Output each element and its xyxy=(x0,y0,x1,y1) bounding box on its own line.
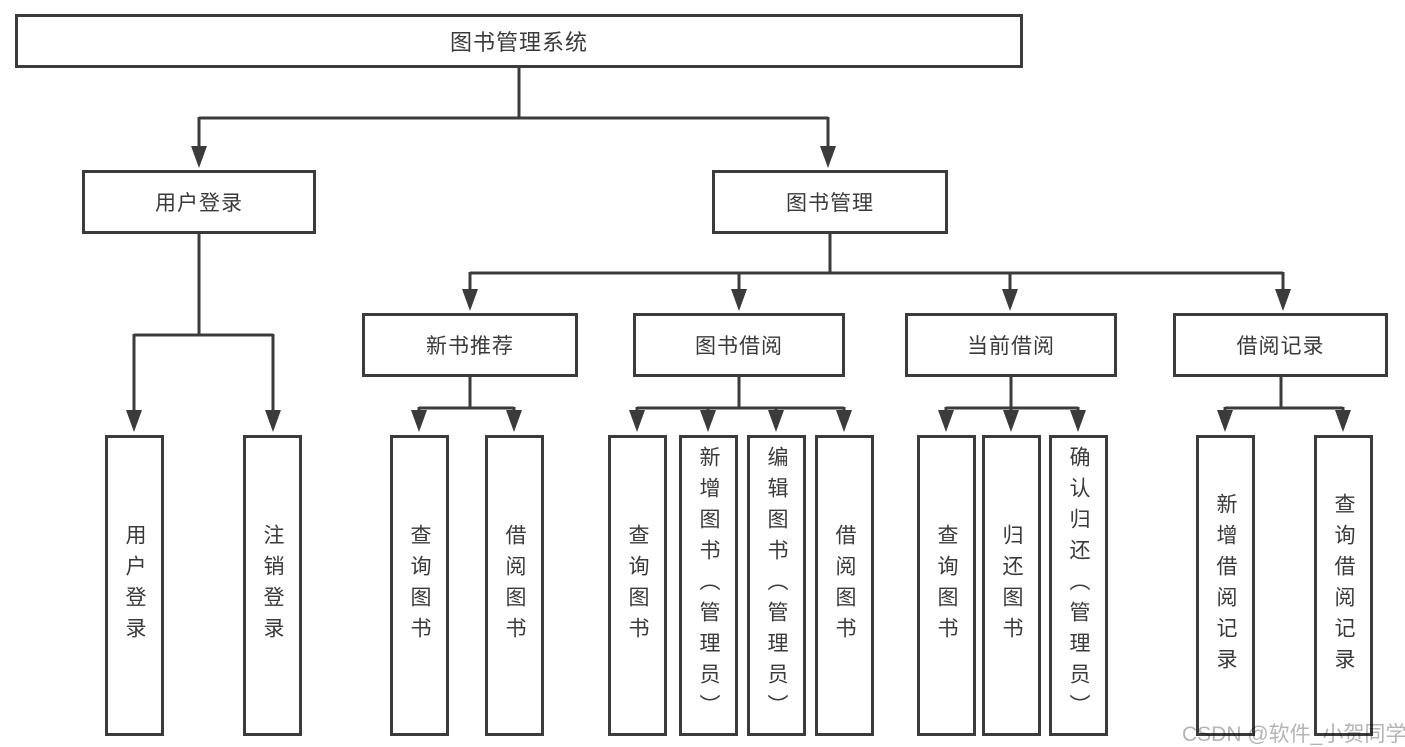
leaf-records-query-record: 查询借阅记录 xyxy=(1314,435,1373,736)
leaf-current-return-books: 归还图书 xyxy=(982,435,1041,736)
leaf-recommend-borrow-books: 借阅图书 xyxy=(485,435,544,736)
leaf-current-confirm-return-admin: 确认归还（管理员） xyxy=(1049,435,1108,736)
leaf-recommend-query-books: 查询图书 xyxy=(390,435,449,736)
leaf-current-query-books: 查询图书 xyxy=(917,435,976,736)
connector-root-to-level2 xyxy=(197,68,830,150)
leaf-user-login: 用户登录 xyxy=(105,435,164,736)
node-current-borrow: 当前借阅 xyxy=(905,313,1117,377)
leaf-borrow-edit-books-admin: 编辑图书（管理员） xyxy=(747,435,806,736)
connector-level3-to-leaves xyxy=(417,377,1345,414)
leaf-borrow-query-books: 查询图书 xyxy=(608,435,667,736)
leaf-records-add-record: 新增借阅记录 xyxy=(1196,435,1255,736)
node-user-login-module: 用户登录 xyxy=(82,170,316,234)
node-borrow-records: 借阅记录 xyxy=(1173,313,1388,377)
node-book-borrow: 图书借阅 xyxy=(633,313,845,377)
arrowheads-level3 xyxy=(462,289,1291,311)
node-root-system: 图书管理系统 xyxy=(15,14,1023,68)
connector-userlogin-to-leaves xyxy=(132,234,275,414)
node-new-book-recommend: 新书推荐 xyxy=(362,313,578,377)
leaf-borrow-borrow-books: 借阅图书 xyxy=(815,435,874,736)
leaf-borrow-add-books-admin: 新增图书（管理员） xyxy=(679,435,738,736)
leaf-logout: 注销登录 xyxy=(243,435,302,736)
connector-bookmgmt-to-level3 xyxy=(468,234,1285,292)
node-book-management-module: 图书管理 xyxy=(712,170,948,234)
arrowheads-leaves xyxy=(126,410,1351,432)
arrowheads-level2 xyxy=(191,146,836,168)
csdn-watermark: CSDN @软件_小贺同学 xyxy=(1182,723,1405,746)
